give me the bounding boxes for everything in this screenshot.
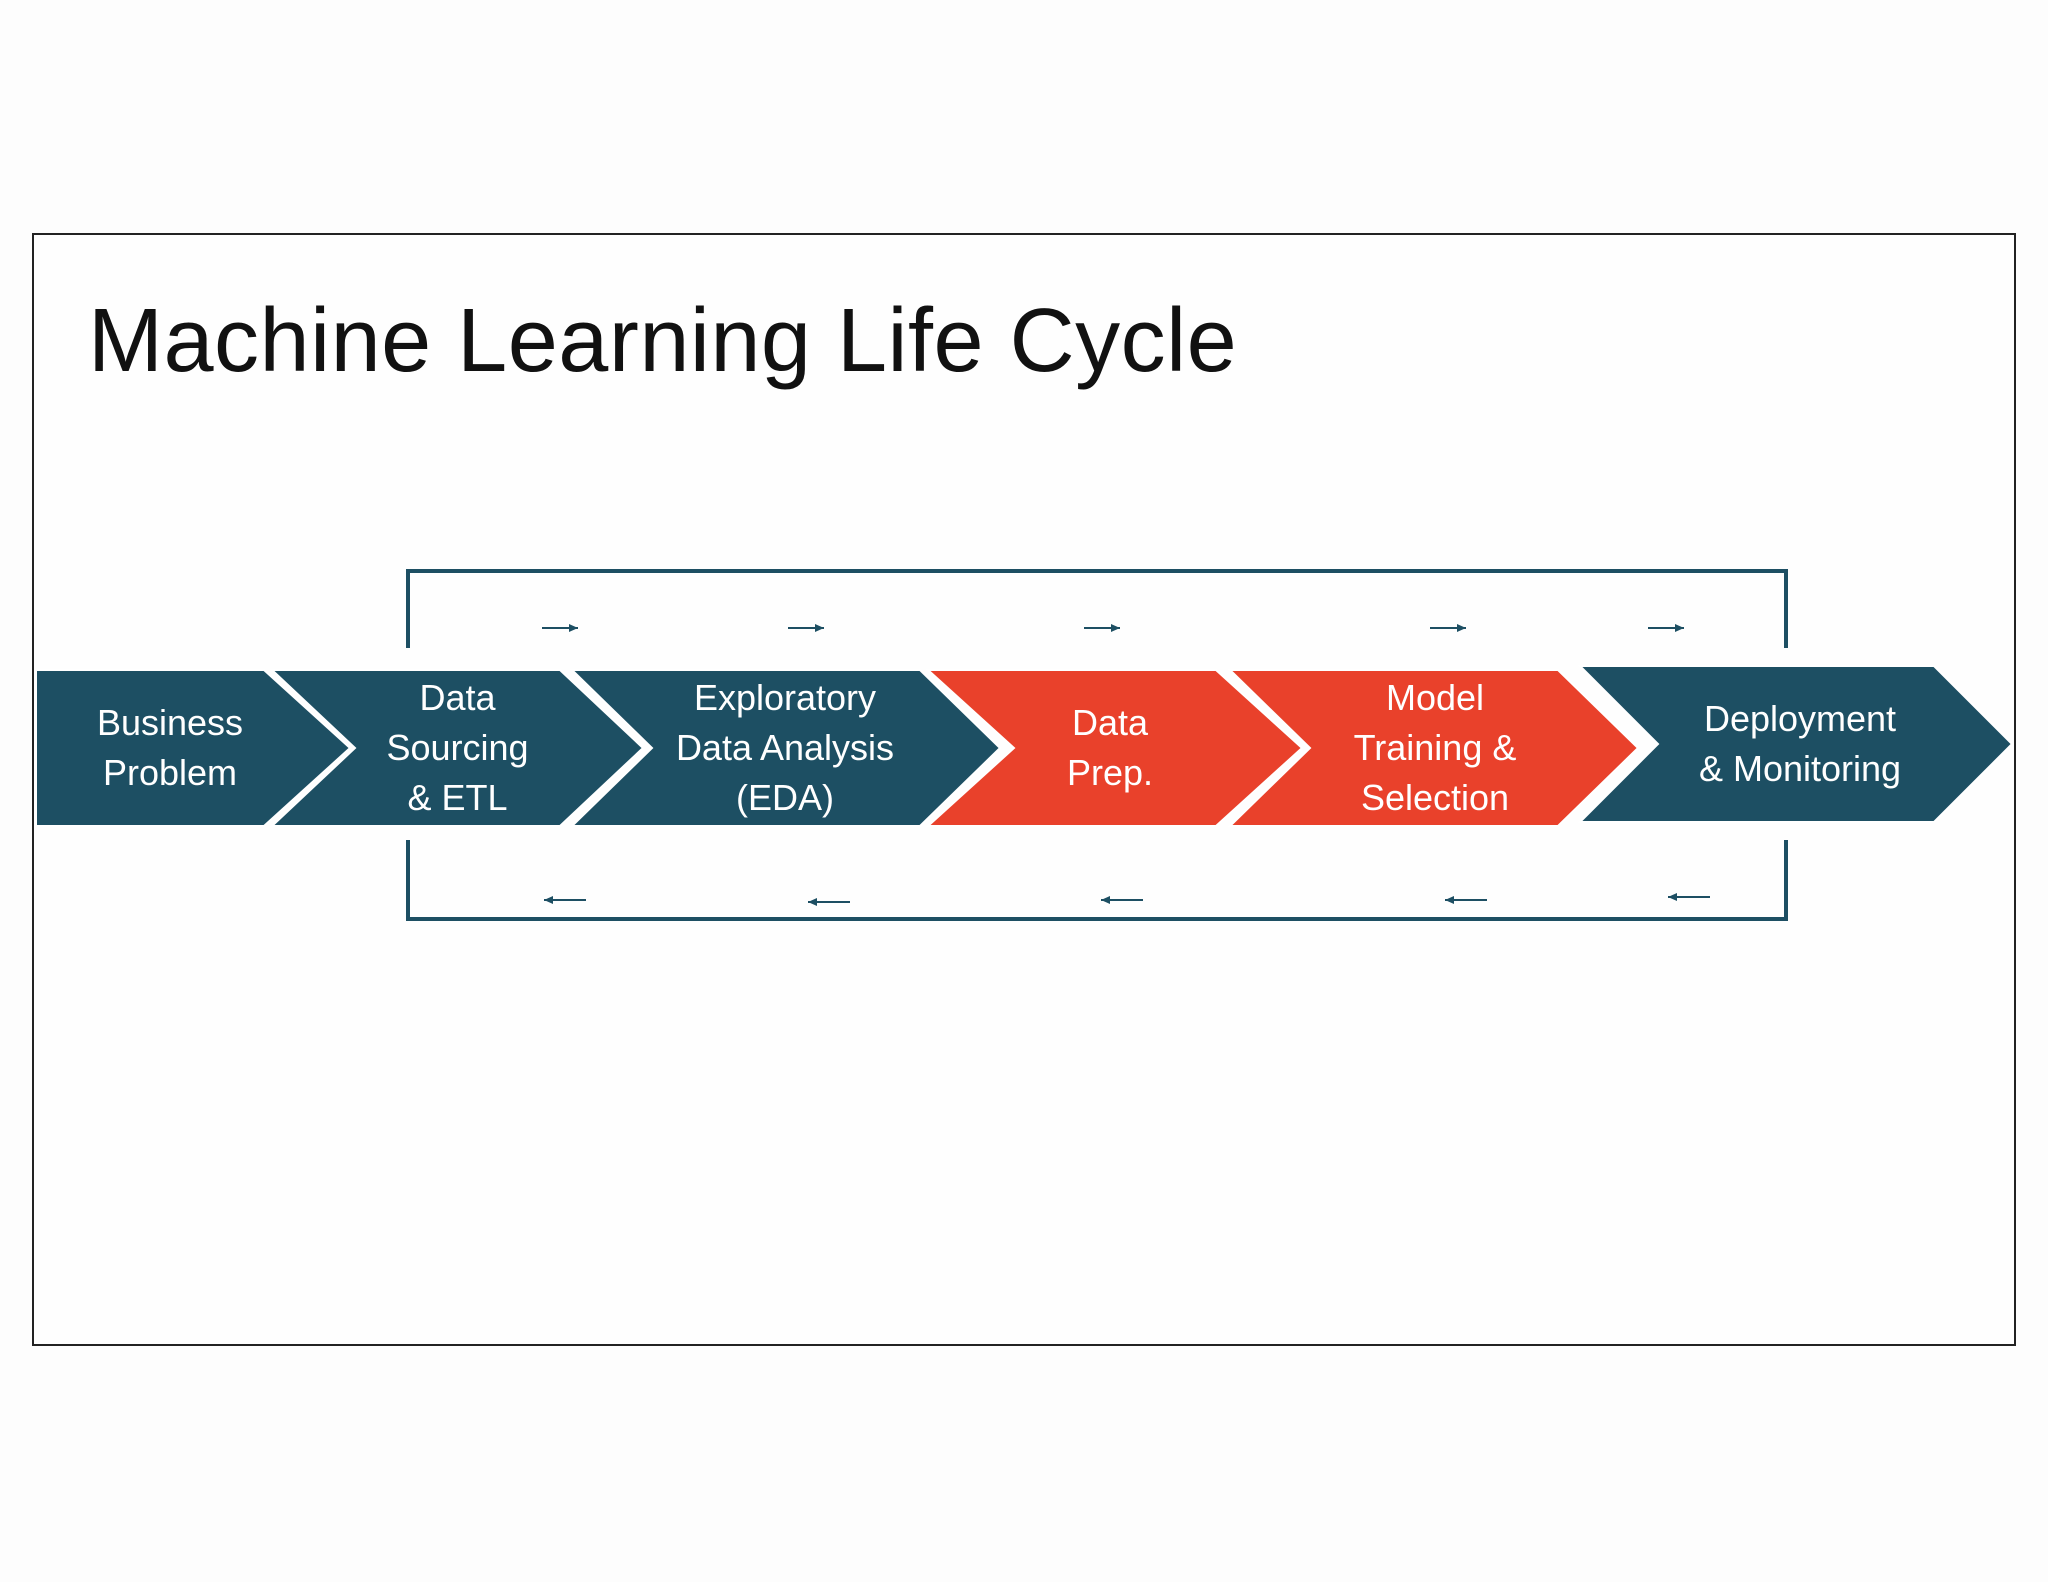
step-label-6: Deployment & Monitoring	[1640, 666, 1960, 822]
step-label-line: Data	[1071, 702, 1149, 743]
step-label-line: Model	[1385, 677, 1485, 718]
step-label-line: (EDA)	[736, 777, 834, 818]
forward-loop-line	[406, 569, 1788, 648]
step-chevron-6	[1577, 665, 2014, 823]
step-label-line: Business	[96, 702, 244, 743]
right-arrow-icon-head	[1457, 624, 1466, 632]
step-chevron-3	[569, 669, 1002, 827]
step-chevron-5	[1227, 669, 1640, 827]
left-arrow-icon-head	[1445, 896, 1454, 904]
step-label-line: Exploratory	[693, 677, 877, 718]
backward-arrows	[544, 893, 1710, 906]
forward-arrows	[542, 624, 1684, 632]
left-arrow-icon-head	[1668, 893, 1677, 901]
right-arrow-icon-head	[1111, 624, 1120, 632]
step-chevron-1	[35, 669, 352, 827]
step-label-line: Deployment	[1703, 698, 1897, 739]
right-arrow-icon-head	[1675, 624, 1684, 632]
step-label-line: Prep.	[1066, 752, 1154, 793]
right-arrow-icon-head	[569, 624, 578, 632]
step-label-line: Sourcing	[386, 727, 529, 768]
step-label-line: Data Analysis	[675, 727, 895, 768]
step-label-line: Data	[419, 677, 496, 718]
right-arrow-icon-head	[815, 624, 824, 632]
left-arrow-icon-head	[1101, 896, 1110, 904]
backward-loop-line	[406, 840, 1788, 921]
step-label-line: Training &	[1353, 727, 1517, 768]
left-arrow-icon-head	[544, 896, 553, 904]
step-label-line: Selection	[1360, 777, 1510, 818]
step-chevrons	[35, 665, 2014, 827]
step-label-line: Problem	[102, 752, 238, 793]
page-title: Machine Learning Life Cycle	[88, 291, 1238, 391]
step-chevron-4	[925, 669, 1304, 827]
step-label-line: & ETL	[407, 777, 508, 818]
left-arrow-icon-head	[808, 898, 817, 906]
step-chevron-2	[269, 669, 645, 827]
step-label-line: & Monitoring	[1698, 748, 1902, 789]
